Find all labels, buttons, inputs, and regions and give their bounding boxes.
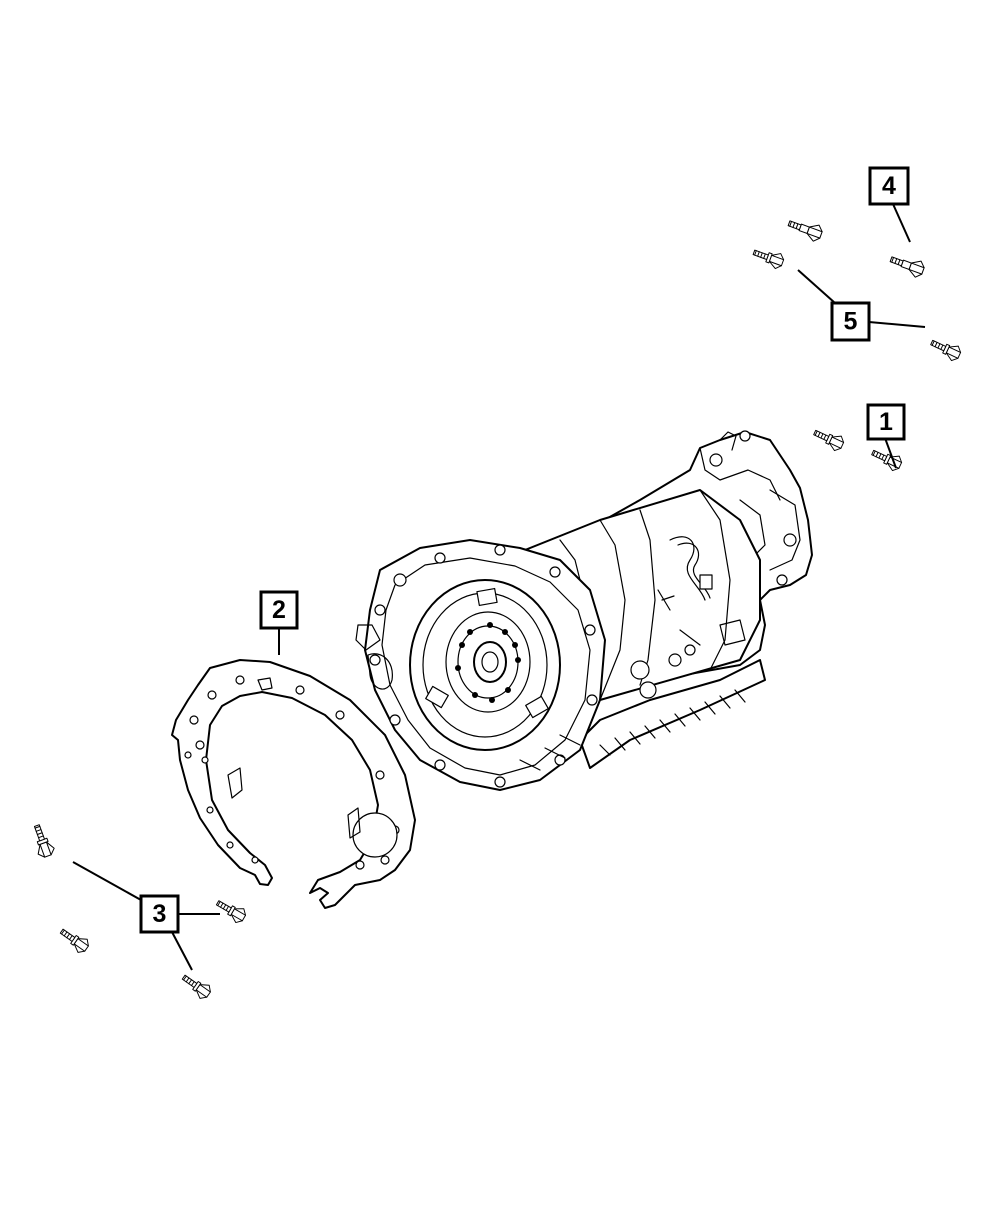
leader-line-3c <box>171 931 193 971</box>
bolt-icon <box>868 444 905 474</box>
callout-label-5: 5 <box>844 308 858 336</box>
callout-label-3: 3 <box>153 900 167 928</box>
leader-line-3a <box>72 861 142 901</box>
bolt-icon <box>927 334 964 364</box>
leader-line-5a <box>797 269 836 304</box>
bolt-icon <box>750 244 786 271</box>
callout-label-1: 1 <box>879 408 893 436</box>
bolt-icon <box>56 924 92 956</box>
bolt-icon <box>887 250 927 280</box>
callout-5: 5 <box>830 301 871 342</box>
leader-line-1 <box>884 437 897 469</box>
callout-3: 3 <box>139 894 180 934</box>
gasket-plate-icon <box>171 659 416 909</box>
bolt-icon <box>213 895 249 926</box>
bolt-icon <box>785 214 825 244</box>
bolt-icon <box>810 424 847 454</box>
callout-1: 1 <box>866 403 906 441</box>
callout-label-2: 2 <box>272 596 286 624</box>
bolt-icon <box>178 970 214 1002</box>
bolt-icon <box>28 822 57 860</box>
leader-line-4 <box>892 203 911 243</box>
callout-2: 2 <box>259 590 299 630</box>
callout-label-4: 4 <box>882 172 896 200</box>
leader-line-5b <box>868 321 926 328</box>
callout-4: 4 <box>868 166 910 206</box>
transmission-icon <box>355 430 813 791</box>
